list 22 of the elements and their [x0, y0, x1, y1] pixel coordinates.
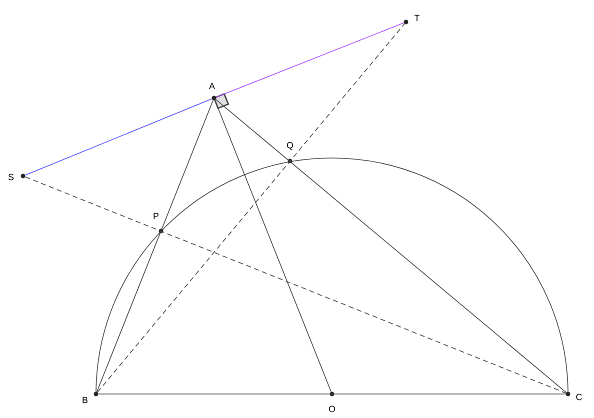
point: Q	[286, 142, 294, 164]
point: P	[154, 212, 164, 234]
point: O	[328, 392, 336, 412]
point: T	[404, 14, 420, 24]
line-segment	[215, 99, 567, 393]
point: B	[82, 392, 98, 404]
line-segment	[24, 98, 212, 176]
node-label: P	[154, 212, 159, 220]
point: A	[209, 82, 216, 100]
line-segment	[216, 22, 404, 98]
node-label: Q	[286, 142, 294, 150]
line-segment	[214, 100, 332, 392]
node-label: C	[576, 394, 582, 400]
node-label: T	[414, 14, 420, 22]
dashed-line	[24, 176, 566, 394]
dashed-line	[97, 23, 405, 393]
point: C	[566, 392, 582, 400]
node-label: O	[328, 406, 336, 412]
point: S	[8, 174, 26, 180]
node-label: B	[82, 396, 88, 404]
node-label: S	[8, 174, 14, 180]
line-segment	[96, 100, 214, 392]
